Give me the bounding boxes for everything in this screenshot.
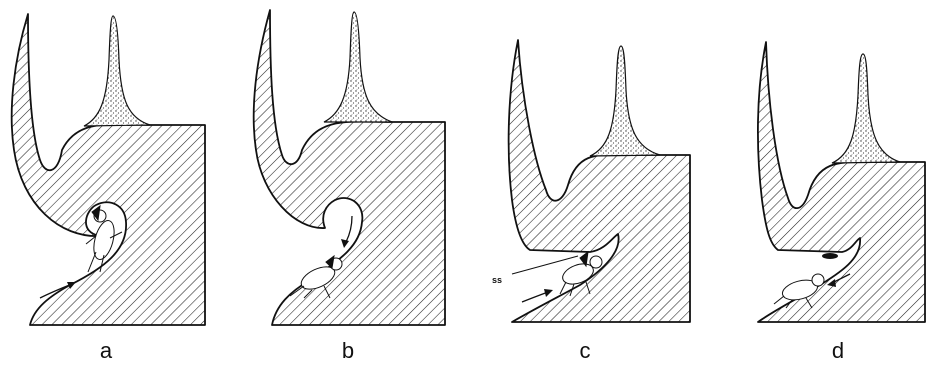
panel-b: b (254, 10, 445, 363)
panel-d-contact-patch (822, 253, 838, 259)
panel-c-flow-arrow (522, 289, 553, 302)
panel-b-flow-arrow (341, 216, 352, 248)
panel-b-structure (254, 10, 445, 325)
panel-b-label: b (342, 338, 354, 363)
panel-b-stippled-spike (324, 12, 392, 122)
panel-c-ss-label: ss (492, 275, 502, 285)
panel-a-label: a (100, 338, 113, 363)
panel-c-structure (509, 40, 690, 322)
panel-a: a (12, 14, 205, 363)
panel-d-structure (758, 42, 925, 322)
panel-c-stippled-spike (590, 46, 660, 156)
panel-a-stippled-spike (84, 16, 150, 126)
panel-d-stippled-spike (832, 54, 900, 163)
panel-c-label: c (580, 338, 591, 363)
panel-c: ss c (492, 40, 690, 363)
panel-d-label: d (832, 338, 844, 363)
panel-d: d (758, 42, 925, 363)
panel-a-structure (12, 14, 205, 325)
